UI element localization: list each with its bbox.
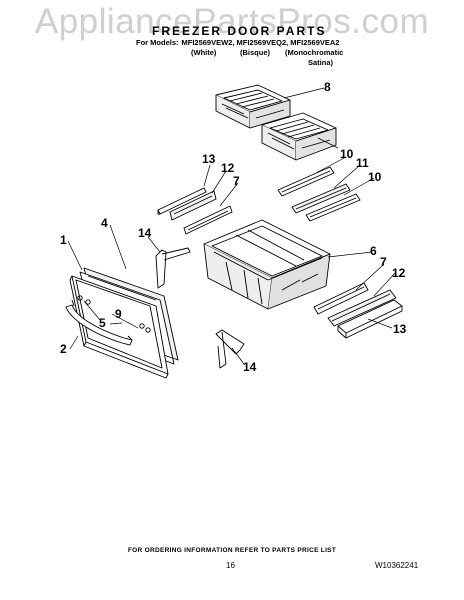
leader-lines xyxy=(67,87,397,365)
variant-monochromatic: (Monochromatic xyxy=(285,48,344,57)
callout-5: 5 xyxy=(99,316,106,330)
callout-13-lower: 13 xyxy=(393,322,407,336)
callout-7-upper: 7 xyxy=(233,174,240,188)
callout-14-upper: 14 xyxy=(138,226,152,240)
variant-satina: Satina) xyxy=(308,58,334,67)
part-freezer-bin xyxy=(203,219,331,310)
callout-7-lower: 7 xyxy=(380,255,387,269)
models-line: For Models:MFI2569VEW2, MFI2569VEQ2, MFI… xyxy=(136,38,339,47)
ordering-note: FOR ORDERING INFORMATION REFER TO PARTS … xyxy=(127,547,337,554)
part-basket-upper xyxy=(215,84,291,129)
callout-2: 2 xyxy=(60,342,67,356)
part-basket-lower xyxy=(261,112,337,161)
part-bracket-lower xyxy=(215,329,245,369)
part-door-handle xyxy=(65,295,151,346)
models-list: MFI2569VEW2, MFI2569VEQ2, MFI2569VEA2 xyxy=(181,38,340,47)
callout-11: 11 xyxy=(356,156,369,170)
part-slide-upper-left xyxy=(157,187,233,235)
part-bracket-upper xyxy=(155,247,191,289)
callout-12-lower: 12 xyxy=(392,266,406,280)
callout-8: 8 xyxy=(324,80,331,94)
callout-10-lower: 10 xyxy=(368,170,382,184)
variant-white: (White) xyxy=(191,48,217,57)
document-id: W10362241 xyxy=(375,561,419,570)
watermark: AppliancePartsPros.com xyxy=(34,2,430,41)
models-label: For Models: xyxy=(136,38,179,47)
callout-10-upper: 10 xyxy=(340,147,354,161)
page-title: FREEZER DOOR PARTS xyxy=(152,24,327,38)
page-number: 16 xyxy=(226,561,235,570)
callout-6: 6 xyxy=(370,244,377,258)
callout-12-upper: 12 xyxy=(221,161,235,175)
callout-labels: 8 13 12 7 10 11 10 4 14 1 6 7 12 9 5 13 … xyxy=(60,80,407,374)
callout-4: 4 xyxy=(101,216,108,230)
part-slide-upper-right xyxy=(277,166,361,222)
callout-9: 9 xyxy=(115,307,122,321)
callout-1: 1 xyxy=(60,233,67,247)
callout-14-lower: 14 xyxy=(243,360,257,374)
variant-bisque: (Bisque) xyxy=(240,48,270,57)
part-rail-lower-right xyxy=(313,282,403,339)
callout-13-upper: 13 xyxy=(202,152,216,166)
